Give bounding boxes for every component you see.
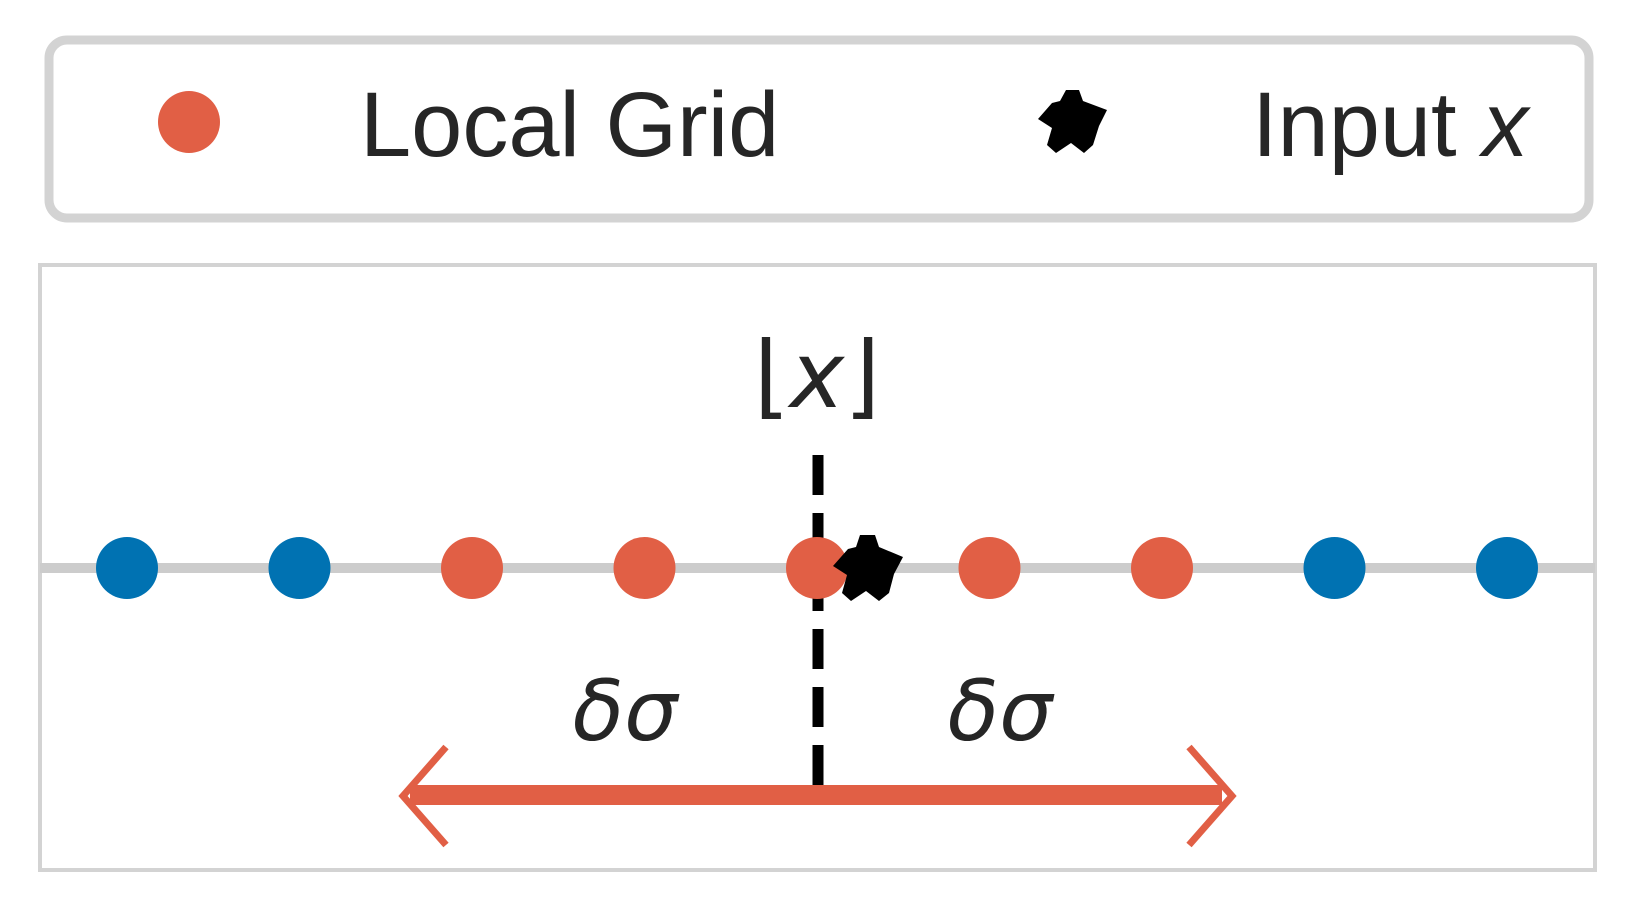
- floor-x-label: ⌊x⌋: [754, 322, 880, 429]
- grid-points: [96, 537, 1538, 599]
- delta-arrow-left-head: [398, 744, 449, 848]
- floor-var: x: [787, 322, 846, 429]
- local-grid-point: [1131, 537, 1193, 599]
- outer-grid-point: [96, 537, 158, 599]
- legend-input-label-text: Input: [1252, 74, 1482, 176]
- legend-local-grid-marker: [158, 91, 220, 153]
- outer-grid-point: [1476, 537, 1538, 599]
- outer-grid-point: [268, 537, 331, 599]
- floor-right-bracket: ⌋: [844, 322, 880, 429]
- legend-input-var: x: [1478, 74, 1531, 176]
- delta-sigma-left-label: δσ: [573, 662, 680, 760]
- delta-arrow-right-head: [1186, 744, 1237, 848]
- input-x-star-icon: [833, 535, 903, 601]
- star-marker-icon: [1038, 90, 1107, 153]
- legend-local-grid-label: Local Grid: [360, 74, 779, 176]
- local-grid-point: [958, 537, 1021, 599]
- legend-input-x-label: Input x: [1252, 74, 1531, 176]
- local-grid-point: [441, 537, 503, 599]
- legend-box: [44, 35, 1594, 223]
- floor-left-bracket: ⌊: [754, 322, 790, 429]
- delta-sigma-right-label: δσ: [948, 662, 1055, 760]
- local-grid-point: [786, 537, 848, 599]
- local-grid-point: [613, 537, 676, 599]
- outer-grid-point: [1303, 537, 1366, 599]
